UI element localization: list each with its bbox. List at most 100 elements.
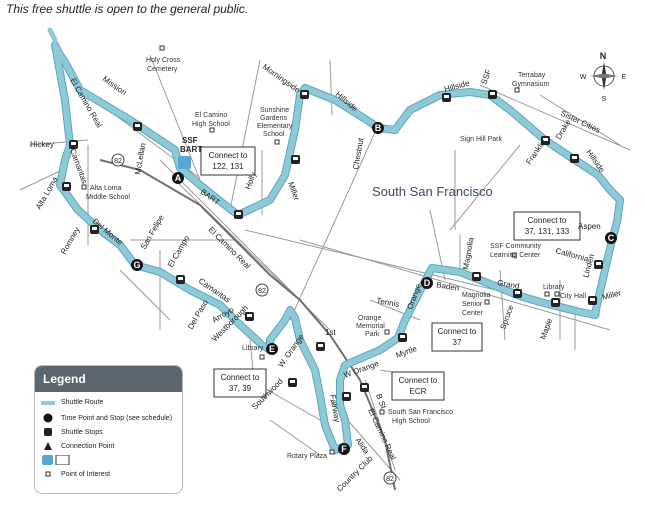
connection-box-37-39: Connect to 37, 39	[213, 368, 267, 398]
svg-text:ECR: ECR	[410, 387, 427, 396]
street-label: Country Club	[335, 454, 375, 494]
bus-stop-icon	[316, 342, 325, 351]
street-label: Hickey	[30, 140, 54, 149]
bus-stop-icon	[442, 93, 451, 102]
bus-stop-icon	[570, 154, 579, 163]
poi-square-icon	[511, 252, 517, 258]
svg-text:W: W	[580, 74, 587, 81]
svg-text:Connect to: Connect to	[209, 151, 248, 160]
svg-text:Library: Library	[543, 284, 565, 291]
street-label: Aspen	[578, 222, 601, 231]
svg-text:B: B	[375, 123, 382, 133]
street-label: Grand	[497, 278, 520, 291]
svg-text:37: 37	[453, 338, 462, 347]
svg-text:Connect to: Connect to	[528, 216, 567, 225]
street-label: Alida	[353, 436, 371, 456]
street-label: SSF	[479, 68, 493, 86]
svg-text:Holy Cross: Holy Cross	[146, 57, 181, 64]
svg-text:Sign Hill Park: Sign Hill Park	[460, 136, 503, 143]
svg-text:82: 82	[386, 476, 394, 483]
bus-stop-icon	[342, 392, 351, 401]
time-point-b: B	[372, 122, 384, 134]
city-label: South San Francisco	[372, 184, 493, 199]
svg-text:BART: BART	[180, 145, 202, 154]
map-caption: This free shuttle is open to the general…	[6, 2, 249, 16]
street-label: El Campo	[166, 234, 192, 269]
time-points: A B C D E F G	[131, 122, 617, 455]
shield-82-south: 82	[383, 471, 397, 485]
svg-text:E: E	[622, 74, 627, 81]
legend-panel: Legend Shuttle Route Time Point and Stop…	[34, 365, 183, 494]
street-label: Morningside	[261, 62, 302, 95]
poi-square-icon	[554, 291, 560, 297]
svg-text:South San Francisco: South San Francisco	[388, 409, 453, 416]
street-label: Magnolia	[461, 236, 476, 270]
connection-box-37-131-133: Connect to 37, 131, 133	[513, 211, 581, 241]
connection-box-ecr: Connect to ECR	[391, 371, 445, 401]
bus-stop-icon	[90, 225, 99, 234]
bart-train-icon	[178, 156, 191, 169]
bus-stop-icon	[360, 383, 369, 392]
time-point-e: E	[266, 343, 278, 355]
time-point-f: F	[338, 443, 350, 455]
svg-text:City Hall: City Hall	[560, 293, 587, 300]
svg-text:Learning Center: Learning Center	[490, 252, 541, 259]
poi-square-icon	[379, 409, 385, 415]
street-label: Franklin	[524, 138, 548, 166]
legend-title: Legend	[35, 366, 182, 392]
bus-stop-icon	[541, 136, 550, 145]
svg-text:Gymnasium: Gymnasium	[512, 81, 550, 88]
compass-rose-icon: N S E W	[580, 51, 627, 103]
svg-text:Cemetery: Cemetery	[147, 66, 178, 73]
svg-text:N: N	[600, 51, 607, 61]
svg-text:A: A	[175, 173, 182, 183]
svg-text:Middle School: Middle School	[86, 194, 130, 201]
street-label: Tennis	[376, 296, 400, 309]
street-label: McLellan	[133, 142, 147, 175]
legend-item-bus-stop: Shuttle Stops	[41, 427, 103, 437]
svg-text:Gardens: Gardens	[260, 115, 287, 122]
svg-text:Rotary Plaza: Rotary Plaza	[287, 453, 327, 460]
svg-text:C: C	[608, 233, 615, 243]
svg-text:37, 39: 37, 39	[229, 384, 252, 393]
street-label: Baden	[436, 280, 460, 293]
bus-stop-icon	[398, 333, 407, 342]
connection-box-37-d: Connect to 37	[431, 322, 483, 352]
svg-text:82: 82	[258, 288, 266, 295]
poi-square-icon	[329, 449, 335, 455]
legend-item-time-point: Time Point and Stop (see schedule)	[41, 413, 172, 423]
connection-box-122-131: Connect to 122, 131	[200, 146, 256, 176]
poi-markers	[81, 45, 560, 455]
poi-square-icon	[274, 139, 280, 145]
poi-square-icon	[484, 299, 490, 305]
shield-82-north: 82	[111, 153, 125, 167]
poi-square-icon	[544, 291, 550, 297]
svg-text:Alta Loma: Alta Loma	[90, 185, 122, 192]
bus-stop-icon	[288, 378, 297, 387]
poi-square-icon	[81, 184, 87, 190]
poi-square-icon	[209, 127, 215, 133]
street-label: Del Paso	[186, 298, 210, 331]
bus-stop-icon	[291, 155, 300, 164]
svg-text:El Camino: El Camino	[195, 112, 227, 119]
street-label: Mission	[101, 74, 128, 97]
svg-text:Park: Park	[365, 331, 380, 338]
bus-stop-icon	[62, 182, 71, 191]
svg-text:School: School	[263, 131, 285, 138]
poi-square-icon	[384, 329, 390, 335]
connection-boxes: Connect to 122, 131 Connect to 37, 131, …	[200, 146, 581, 401]
svg-text:E: E	[269, 344, 275, 354]
street-label: San Felipe	[139, 213, 166, 251]
bus-stop-icon	[176, 275, 185, 284]
time-point-a: A	[172, 172, 184, 184]
shuttle-route	[47, 27, 624, 454]
bus-stop-icon	[551, 298, 560, 307]
highway-shields: 82 82 82	[111, 153, 397, 485]
svg-text:Senior: Senior	[462, 301, 483, 308]
svg-text:High School: High School	[192, 121, 230, 128]
svg-text:F: F	[341, 444, 347, 454]
svg-text:Library: Library	[242, 345, 264, 352]
street-label: Camaritas	[68, 148, 89, 185]
bus-stop-icon	[69, 140, 78, 149]
svg-text:Connect to: Connect to	[221, 373, 260, 382]
